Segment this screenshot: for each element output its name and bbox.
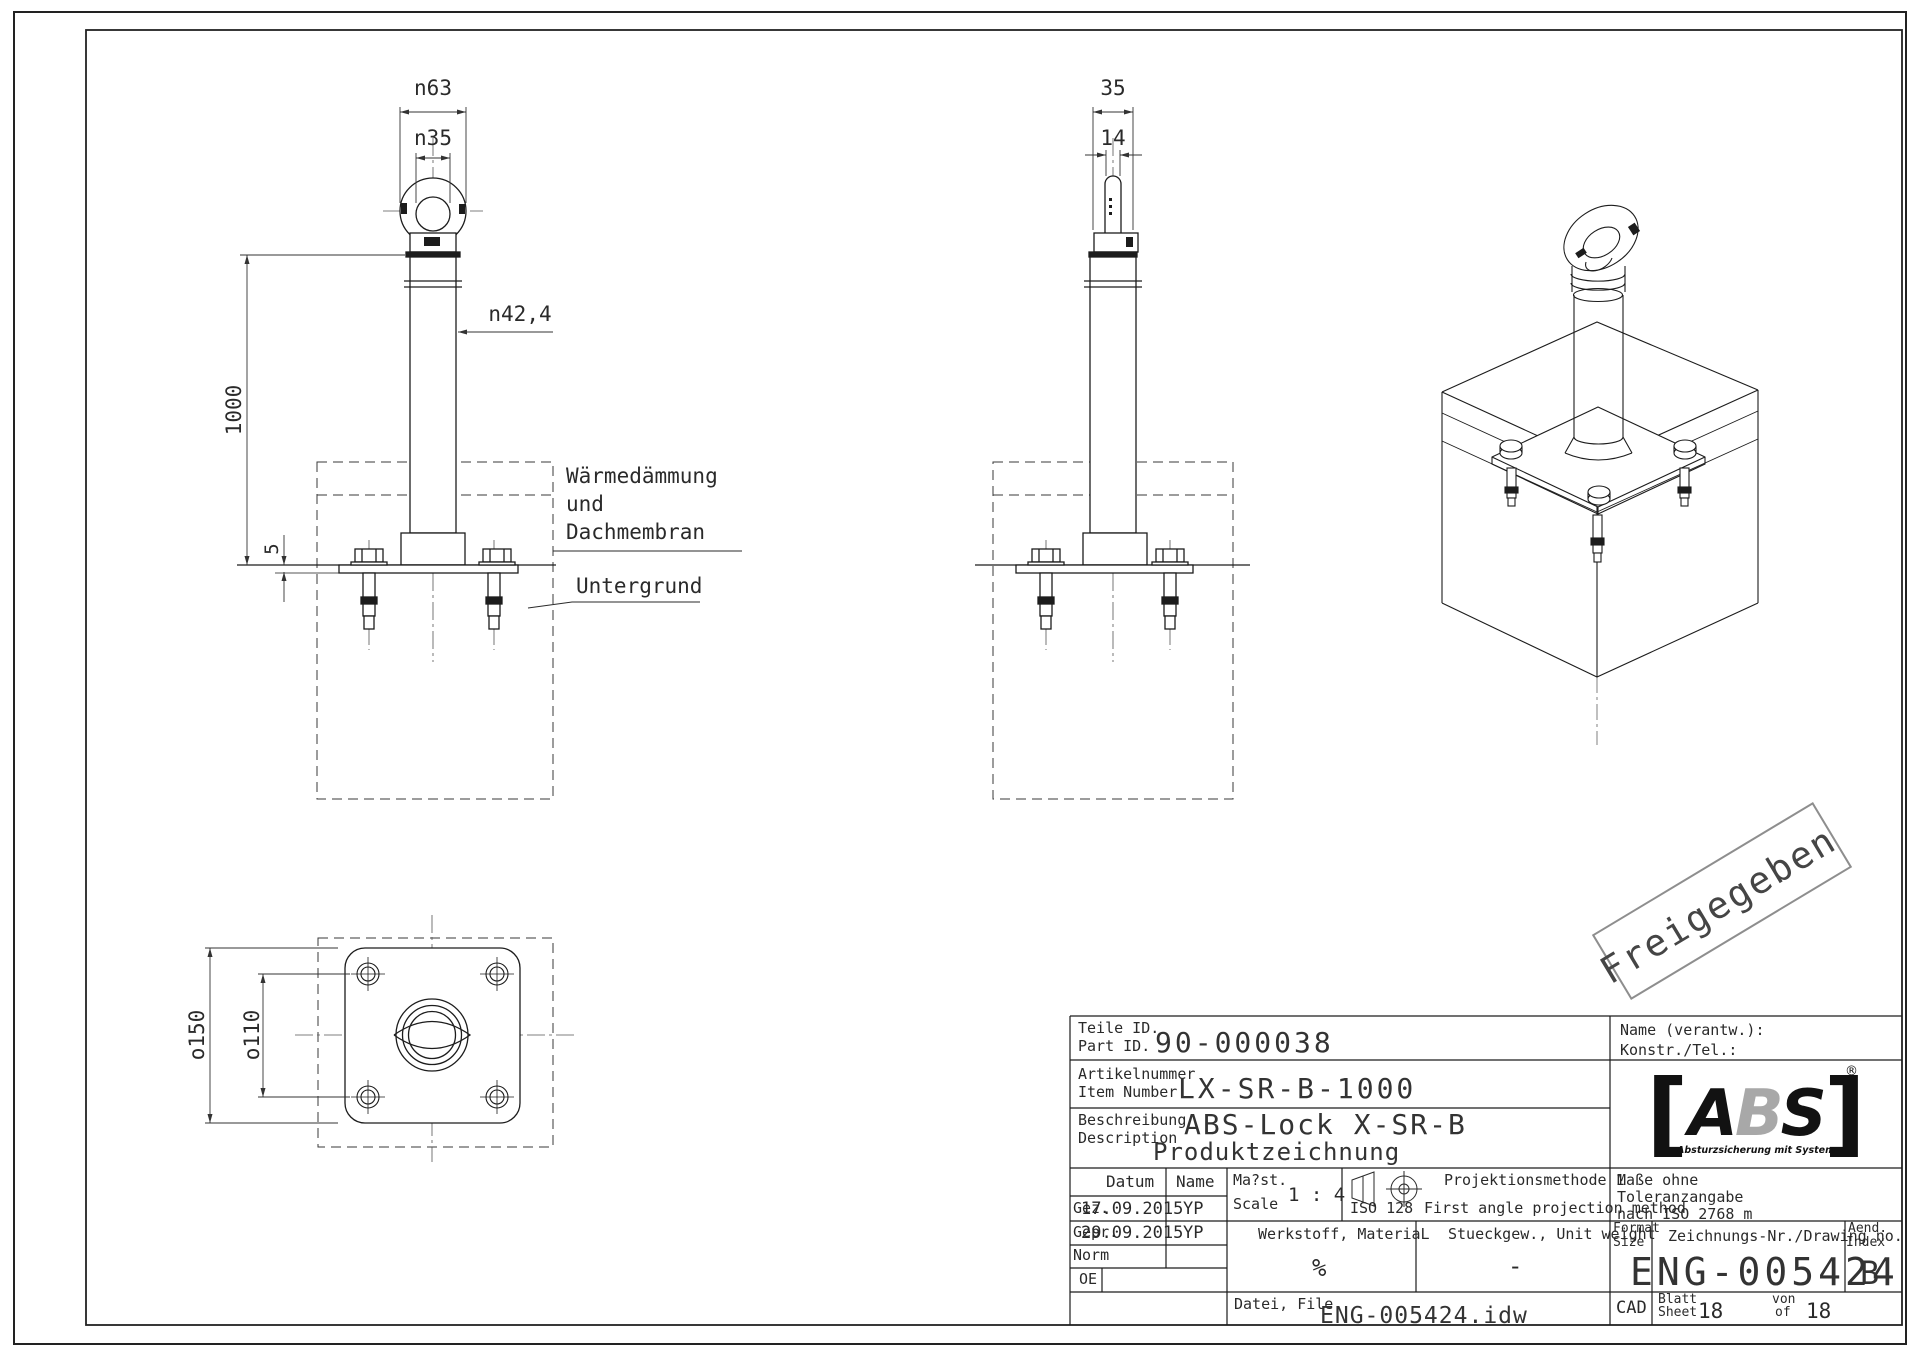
abs-logo: [ A B S ] ® Absturzsicherung mit System: [1646, 1060, 1866, 1167]
tolerance-line3: nach ISO 2768 m: [1617, 1205, 1753, 1223]
scale-label-en: Scale: [1233, 1195, 1279, 1213]
tolerance-line1: Maße ohne: [1617, 1171, 1699, 1189]
sheet-label-en: Sheet: [1658, 1305, 1698, 1320]
front-view-dimensions: [240, 107, 742, 609]
bottom-view-object: [344, 947, 521, 1124]
projection-label-de: Projektionsmethode 1: [1444, 1171, 1625, 1189]
logo-registered-mark: ®: [1845, 1064, 1858, 1079]
part-id-value: 90-000038: [1155, 1026, 1334, 1059]
logo-letter-b: B: [1734, 1077, 1784, 1151]
dim-plate-150: o150: [185, 1009, 209, 1061]
label-insulation-line2: und: [566, 492, 604, 516]
dim-holes-110: o110: [240, 1009, 264, 1061]
bottom-view-dimensions: [205, 947, 350, 1124]
description-value-1: ABS-Lock X-SR-B: [1184, 1108, 1467, 1141]
label-insulation-line3: Dachmembran: [566, 520, 706, 544]
label-substrate: Untergrund: [576, 574, 703, 598]
projection-label-en: First angle projection method: [1424, 1199, 1686, 1217]
logo-letter-a: A: [1688, 1077, 1738, 1151]
logo-bracket-right: ]: [1823, 1060, 1866, 1167]
side-view-object: [975, 175, 1250, 630]
dim-height-1000: 1000: [222, 384, 246, 436]
projection-iso: ISO 128: [1350, 1199, 1414, 1217]
scale-value: 1 : 4: [1288, 1184, 1346, 1206]
of-label-en: of: [1775, 1305, 1791, 1320]
drawing-no-value: ENG-005424: [1630, 1250, 1899, 1294]
of-label-de: von: [1772, 1292, 1796, 1307]
konstr-tel-label: Konstr./Tel.:: [1620, 1041, 1738, 1059]
part-id-label-de: Teile ID.: [1078, 1019, 1160, 1037]
format-label-en: Size: [1613, 1235, 1645, 1250]
item-number-value: LX-SR-B-1000: [1178, 1072, 1417, 1105]
header-name: Name: [1176, 1172, 1215, 1191]
of-value: 18: [1806, 1299, 1832, 1323]
dim-eye-35: 35: [1100, 76, 1126, 100]
file-value: ENG-005424.idw: [1320, 1303, 1528, 1329]
logo-letter-s: S: [1780, 1077, 1827, 1151]
file-label: Datei, File: [1234, 1295, 1334, 1313]
unit-weight-label: Stueckgew., Unit weight: [1448, 1225, 1656, 1243]
item-number-label-de: Artikelnummer: [1078, 1065, 1196, 1083]
sheet-value: 18: [1698, 1299, 1724, 1323]
unit-weight-value: -: [1508, 1252, 1523, 1280]
front-view-object: [237, 177, 556, 630]
side-view-dimensions: [1085, 107, 1142, 230]
name-verantw-label: Name (verantw.):: [1620, 1021, 1765, 1039]
dim-eye-14: 14: [1100, 126, 1126, 150]
row-norm-label: Norm: [1073, 1246, 1110, 1264]
dim-dia424: n42,4: [488, 302, 552, 326]
logo-tagline: Absturzsicherung mit System: [1677, 1145, 1835, 1156]
tolerance-line2: Toleranzangabe: [1617, 1188, 1744, 1206]
material-label: Werkstoff, MateriaL: [1258, 1225, 1430, 1243]
row-gepr-date: 29.09.2015: [1081, 1223, 1184, 1243]
row-gez-label: Gez.: [1073, 1199, 1110, 1217]
description-label-de: Beschreibung: [1078, 1111, 1187, 1129]
sheet-borders: [13, 11, 1907, 1345]
row-gez-date: 17.09.2015: [1081, 1199, 1184, 1219]
index-value: B: [1860, 1254, 1880, 1292]
row-gepr-name: YP: [1183, 1223, 1204, 1243]
material-value: %: [1312, 1254, 1327, 1282]
bottom-view-block: [317, 937, 554, 1148]
index-label-en: Index: [1846, 1235, 1886, 1250]
drawing-no-label: Zeichnungs-Nr./Drawing no.: [1668, 1227, 1903, 1245]
format-label-de: Format: [1613, 1221, 1660, 1236]
row-gez-name: YP: [1183, 1199, 1204, 1219]
sheet-label-de: Blatt: [1658, 1292, 1698, 1307]
item-number-label-en: Item Number: [1078, 1083, 1178, 1101]
dim-dia63: n63: [414, 76, 452, 100]
cad-label: CAD: [1616, 1298, 1647, 1318]
dim-dia35: n35: [414, 126, 452, 150]
iso-view: [1441, 204, 1759, 745]
row-gepr-label: Gepr.: [1073, 1223, 1119, 1241]
description-value-2: Produktzeichnung: [1153, 1138, 1401, 1166]
scale-label-de: Ma?st.: [1233, 1171, 1288, 1189]
part-id-label-en: Part ID.: [1078, 1037, 1151, 1055]
logo-bracket-left: [: [1646, 1060, 1689, 1167]
description-label-en: Description: [1078, 1129, 1178, 1147]
header-datum: Datum: [1106, 1172, 1155, 1191]
titleblock-lines: [1069, 1015, 1902, 1325]
row-oe-label: OE: [1079, 1270, 1098, 1288]
projection-symbol: [1351, 1171, 1422, 1207]
index-label-de: Aend.: [1848, 1221, 1888, 1236]
label-insulation-line1: Wärmedämmung: [566, 464, 718, 488]
dim-plate-5: 5: [261, 543, 283, 555]
